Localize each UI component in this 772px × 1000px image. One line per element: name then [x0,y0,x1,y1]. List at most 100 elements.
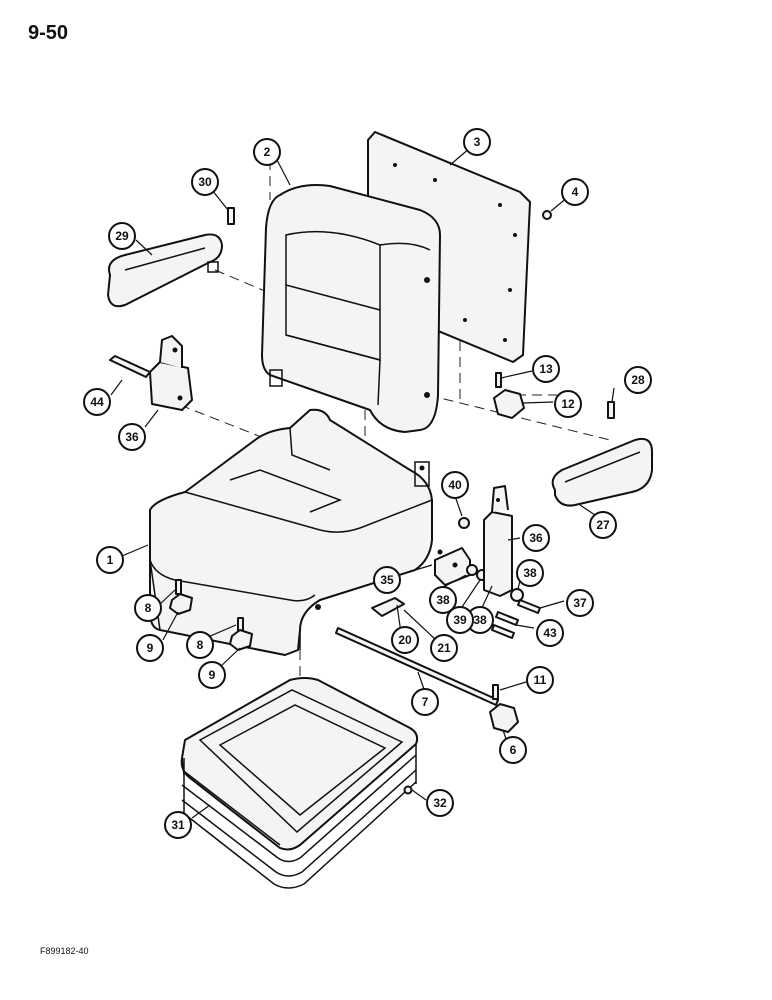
left-seat-bracket [149,335,193,411]
callout-label: 38 [436,593,450,607]
callout-circle [463,128,491,156]
callout-38: 38 [516,559,544,587]
callout-label: 4 [572,185,579,199]
callout-label: 35 [380,573,394,587]
callout-circle [108,222,136,250]
callout-6: 6 [499,736,527,764]
callout-label: 38 [523,566,537,580]
callout-circle [429,586,457,614]
callout-38: 38 [429,586,457,614]
callout-3: 3 [463,128,491,156]
callout-circle [118,423,146,451]
rod-7 [335,627,499,706]
pin-28 [607,401,615,419]
callout-36: 36 [522,524,550,552]
callout-label: 44 [90,395,104,409]
callout-30: 30 [191,168,219,196]
callout-circle [516,559,544,587]
callout-9: 9 [136,634,164,662]
callout-circle [136,634,164,662]
callout-label: 8 [145,601,152,615]
callout-circle [191,168,219,196]
callout-label: 38 [473,613,487,627]
callout-label: 7 [422,695,429,709]
callout-12: 12 [554,390,582,418]
callout-label: 29 [115,229,129,243]
callout-circle [554,390,582,418]
callout-label: 1 [107,553,114,567]
backrest-cushion [261,184,441,433]
callout-circle [441,471,469,499]
callout-39: 39 [446,606,474,634]
callout-circle [164,811,192,839]
callout-27: 27 [589,511,617,539]
callout-circle [566,589,594,617]
callout-label: 11 [534,673,547,687]
callout-8: 8 [186,631,214,659]
callout-label: 6 [510,743,517,757]
suspension-bellows [180,677,419,889]
callout-circle [536,619,564,647]
callout-circle [134,594,162,622]
callout-label: 39 [453,613,467,627]
callout-label: 32 [433,796,447,810]
latch-20 [371,597,405,617]
callout-20: 20 [391,626,419,654]
page-number: 9-50 [28,22,69,44]
bolts-37-43 [491,599,541,639]
callout-9: 9 [198,661,226,689]
callout-label: 9 [147,641,154,655]
callout-label: 28 [631,373,645,387]
callout-29: 29 [108,222,136,250]
callout-21: 21 [430,634,458,662]
screw-32 [403,785,413,795]
pin-13 [495,372,502,388]
right-seat-bracket [483,485,513,597]
callout-43: 43 [536,619,564,647]
callout-circle [499,736,527,764]
callout-37: 37 [566,589,594,617]
callout-13: 13 [532,355,560,383]
callout-label: 36 [125,430,139,444]
callout-circle [526,666,554,694]
callout-circle [430,634,458,662]
callout-circle [186,631,214,659]
knobs-9 [169,593,253,651]
callout-label: 40 [448,478,462,492]
callout-circle [83,388,111,416]
callout-circle [96,546,124,574]
callout-label: 27 [596,518,610,532]
pin-11 [492,684,499,700]
callout-32: 32 [426,789,454,817]
right-armrest [551,437,653,507]
callout-8: 8 [134,594,162,622]
callout-label: 9 [209,668,216,682]
callout-40: 40 [441,471,469,499]
callout-label: 2 [264,145,271,159]
seat-cushion [149,408,443,656]
callout-circle [198,661,226,689]
callout-11: 11 [526,666,554,694]
figure-code: F899182-40 [40,946,89,956]
callout-7: 7 [411,688,439,716]
left-armrest [107,233,223,308]
callout-circle [253,138,281,166]
callout-circle [373,566,401,594]
callout-label: 12 [561,397,575,411]
callout-circle [411,688,439,716]
callout-label: 31 [171,818,185,832]
callout-label: 30 [198,175,212,189]
callout-28: 28 [624,366,652,394]
callout-label: 3 [474,135,481,149]
callout-label: 21 [437,641,451,655]
callout-label: 43 [543,626,557,640]
callout-label: 36 [529,531,543,545]
callout-31: 31 [164,811,192,839]
knob-12 [493,389,525,419]
screw-4 [542,210,552,220]
callout-circle [624,366,652,394]
callout-circle [522,524,550,552]
callout-44: 44 [83,388,111,416]
